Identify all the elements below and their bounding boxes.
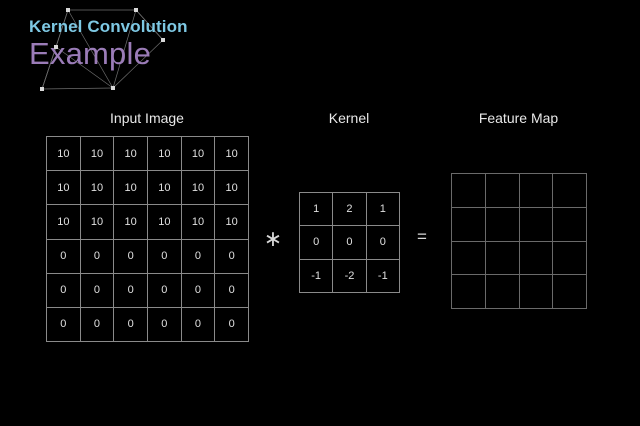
matrix-cell: 10 xyxy=(114,171,148,206)
matrix-cell: 0 xyxy=(148,239,182,274)
matrix-cell xyxy=(553,241,587,276)
matrix-cell: 2 xyxy=(333,193,367,227)
matrix-cell: 0 xyxy=(181,239,216,274)
equals-operator-icon: = xyxy=(417,227,427,246)
matrix-cell: 10 xyxy=(181,205,216,240)
kernel-heading: Kernel xyxy=(328,110,370,126)
matrix-cell: 0 xyxy=(148,307,182,342)
input-image-heading: Input Image xyxy=(110,110,184,126)
matrix-cell: 0 xyxy=(80,273,115,308)
matrix-cell: 0 xyxy=(80,307,115,342)
matrix-cell: 0 xyxy=(333,226,367,260)
convolution-operator-icon: ∗ xyxy=(263,226,283,251)
matrix-cell xyxy=(485,207,520,242)
matrix-cell: 0 xyxy=(47,273,81,308)
matrix-cell: 10 xyxy=(181,137,216,172)
page-subtitle: Example xyxy=(29,36,152,71)
graph-node xyxy=(111,86,115,90)
matrix-cell xyxy=(519,241,554,276)
matrix-cell: 10 xyxy=(47,205,81,240)
matrix-cell xyxy=(519,207,554,242)
matrix-cell: 0 xyxy=(366,226,400,260)
matrix-cell: 10 xyxy=(80,137,115,172)
matrix-cell xyxy=(452,174,486,208)
matrix-cell xyxy=(553,275,587,309)
matrix-cell xyxy=(485,174,520,208)
matrix-cell: 10 xyxy=(215,137,249,172)
graph-node xyxy=(40,87,44,91)
matrix-cell: 0 xyxy=(300,226,334,260)
graph-node xyxy=(66,8,70,12)
matrix-cell: 10 xyxy=(181,171,216,206)
matrix-cell: 0 xyxy=(80,239,115,274)
matrix-cell: 0 xyxy=(215,239,249,274)
graph-node xyxy=(161,38,165,42)
graph-edge xyxy=(41,87,114,90)
matrix-cell: 0 xyxy=(215,273,249,308)
matrix-cell: 10 xyxy=(215,171,249,206)
matrix-cell xyxy=(485,241,520,276)
matrix-cell: 0 xyxy=(47,239,81,274)
matrix-cell: 10 xyxy=(148,137,182,172)
matrix-cell xyxy=(519,174,554,208)
matrix-cell xyxy=(519,275,554,309)
matrix-cell: 0 xyxy=(181,273,216,308)
matrix-cell: 10 xyxy=(80,205,115,240)
matrix-cell: 1 xyxy=(366,193,400,227)
matrix-cell: -2 xyxy=(333,259,367,293)
feature-map-matrix xyxy=(451,173,587,309)
page-title: Kernel Convolution xyxy=(29,17,188,36)
matrix-cell xyxy=(452,241,486,276)
matrix-cell: 10 xyxy=(114,205,148,240)
matrix-cell xyxy=(452,275,486,309)
matrix-cell: 0 xyxy=(181,307,216,342)
matrix-cell: -1 xyxy=(366,259,400,293)
matrix-cell: 10 xyxy=(148,205,182,240)
matrix-cell: 0 xyxy=(47,307,81,342)
matrix-cell: -1 xyxy=(300,259,334,293)
matrix-cell: 0 xyxy=(114,273,148,308)
matrix-cell xyxy=(553,174,587,208)
matrix-cell: 10 xyxy=(215,205,249,240)
matrix-cell: 0 xyxy=(215,307,249,342)
title-block: Kernel Convolution Example xyxy=(0,0,300,100)
feature-map-heading: Feature Map xyxy=(478,110,559,126)
matrix-cell: 10 xyxy=(148,171,182,206)
matrix-cell xyxy=(452,207,486,242)
matrix-cell: 0 xyxy=(148,273,182,308)
matrix-cell xyxy=(553,207,587,242)
matrix-cell: 10 xyxy=(47,171,81,206)
graph-node xyxy=(134,8,138,12)
matrix-cell: 10 xyxy=(47,137,81,172)
matrix-cell: 1 xyxy=(300,193,334,227)
matrix-cell: 10 xyxy=(80,171,115,206)
matrix-cell: 10 xyxy=(114,137,148,172)
matrix-cell: 0 xyxy=(114,239,148,274)
matrix-cell: 0 xyxy=(114,307,148,342)
matrix-cell xyxy=(485,275,520,309)
